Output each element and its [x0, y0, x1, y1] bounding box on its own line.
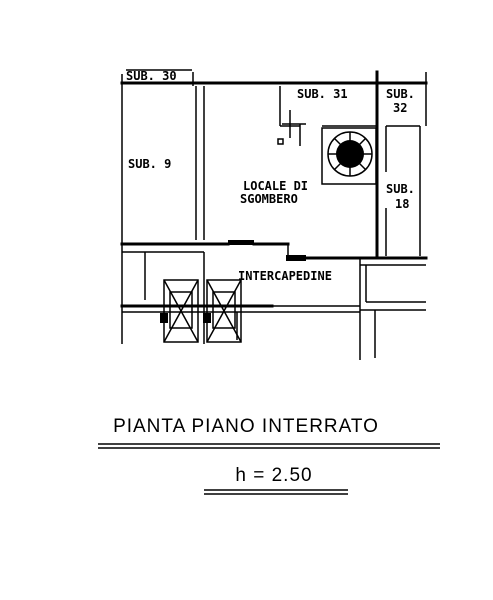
light-well-2 [206, 279, 242, 343]
label-sub32-line2: 32 [393, 101, 407, 115]
light-well-2-inner [212, 291, 236, 329]
stair-tread-4 [333, 137, 367, 171]
caption: PIANTA PIANO INTERRATO h = 2.50 [98, 416, 440, 495]
label-locale-line1: LOCALE DI [243, 179, 308, 193]
label-sub9: SUB. 9 [128, 157, 171, 171]
light-well-1-mark [160, 313, 168, 323]
light-well-1-inner [169, 291, 193, 329]
light-wells [160, 279, 242, 343]
caption-title: PIANTA PIANO INTERRATO [113, 416, 379, 437]
fixture-box [277, 138, 284, 145]
stair-box [321, 127, 377, 185]
fixture-symbol [277, 110, 306, 146]
walls [120, 70, 428, 360]
lintel-2 [286, 255, 306, 261]
light-well-2-x2 [206, 279, 242, 343]
room-labels: SUB. 30 SUB. 31 SUB. 32 SUB. 9 SUB. 18 L… [126, 69, 415, 283]
light-well-2-mark [203, 313, 211, 323]
caption-height: h = 2.50 [235, 465, 312, 486]
label-intercapedine: INTERCAPEDINE [238, 269, 332, 283]
label-sub30: SUB. 30 [126, 69, 177, 83]
label-sub18-line2: 18 [395, 197, 409, 211]
light-well-1 [163, 279, 199, 343]
label-sub18-line1: SUB. [386, 182, 415, 196]
label-sub32-line1: SUB. [386, 87, 415, 101]
lintel-1 [228, 240, 254, 245]
spiral-staircase [321, 127, 377, 185]
label-locale-line2: SGOMBERO [240, 192, 298, 206]
label-sub31: SUB. 31 [297, 87, 348, 101]
light-well-1-x2 [163, 279, 199, 343]
